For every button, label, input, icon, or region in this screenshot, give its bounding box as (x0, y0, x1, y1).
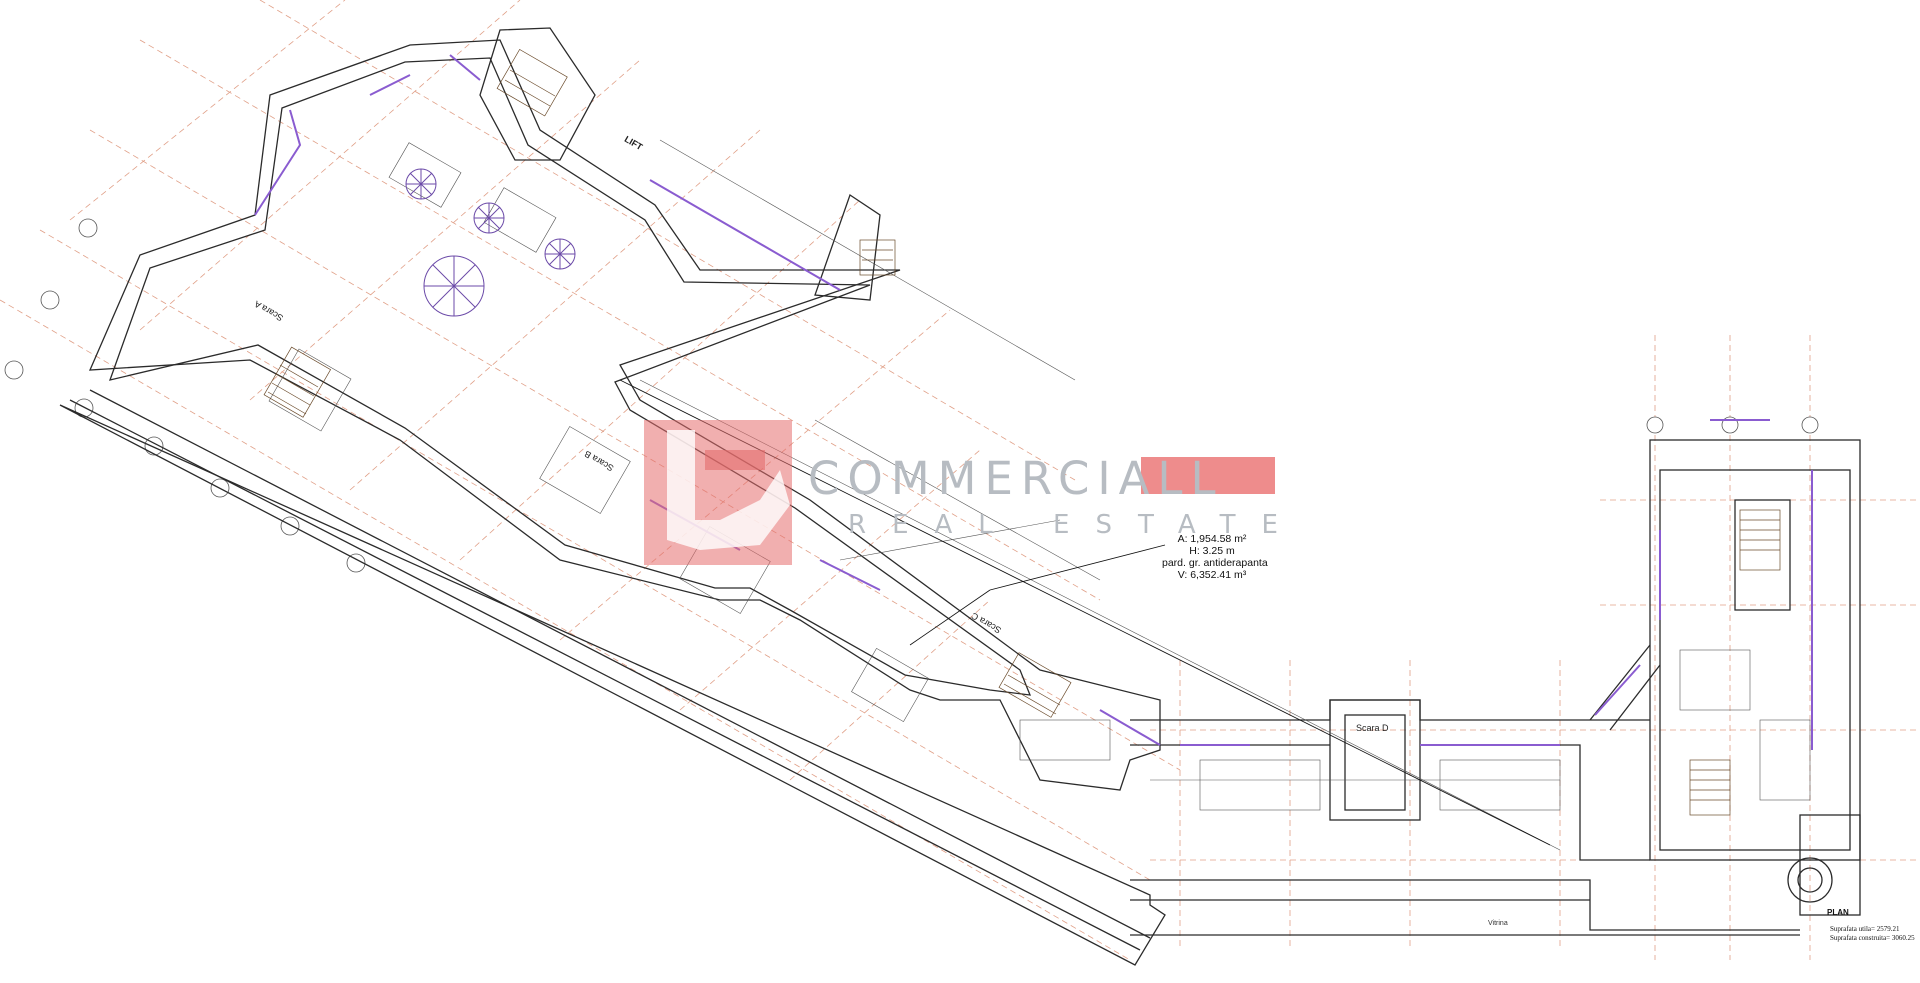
watermark-logo-icon (644, 420, 792, 565)
room-info: A: 1,954.58 m² H: 3.25 m pard. gr. antid… (1162, 533, 1268, 581)
watermark-tagline: REAL ESTATE (848, 510, 1304, 540)
glazing (254, 54, 1813, 750)
watermark-brand: COMMERCIALL (808, 452, 1224, 505)
scara-d-label: Scara D (1356, 723, 1389, 733)
room-height: H: 3.25 m (1189, 545, 1235, 557)
room-floor: pard. gr. antiderapanta (1162, 557, 1268, 569)
interior-lines (268, 139, 1811, 851)
plan-title: PLAN (1827, 908, 1849, 917)
built-surface: Suprafata construita= 3060.25 (1830, 934, 1915, 942)
surface-summary: Suprafata utila= 2579.21 Suprafata const… (1830, 925, 1915, 943)
axis-markers (4, 218, 1819, 573)
umbrellas (405, 168, 576, 317)
walls (59, 27, 1166, 966)
room-volume: V: 6,352.41 m³ (1177, 569, 1247, 581)
useful-surface: Suprafata utila= 2579.21 (1830, 925, 1900, 933)
vitrina-label: Vitrina (1488, 920, 1508, 927)
stairs (263, 48, 1781, 816)
room-area: A: 1,954.58 m² (1177, 533, 1247, 545)
watermark-highlight (1141, 457, 1275, 494)
walls-right (1130, 439, 1861, 936)
